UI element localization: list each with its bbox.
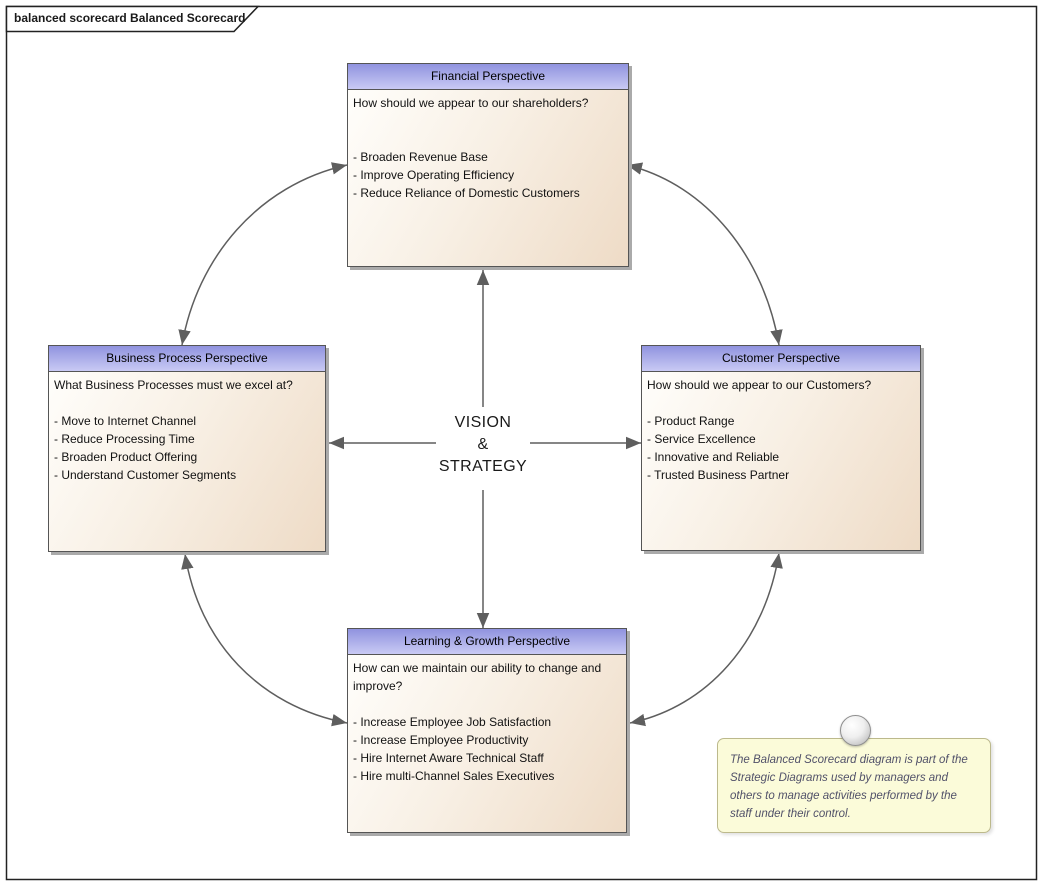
goal-item: - Improve Operating Efficiency (353, 168, 515, 182)
goal-item: - Product Range (647, 414, 735, 428)
perspective-question: How can we maintain our ability to chang… (353, 661, 602, 693)
pin-icon (840, 715, 871, 746)
element-body: How should we appear to our Customers? -… (642, 372, 920, 550)
amp-line: & (477, 436, 489, 453)
goal-item: - Hire multi-Channel Sales Executives (353, 769, 555, 783)
diagram-frame (5, 5, 1038, 881)
connector-business-learning[interactable] (181, 553, 348, 727)
perspective-question: How should we appear to our Customers? (647, 378, 872, 392)
vision-strategy-label: VISION & STRATEGY (403, 412, 563, 478)
element-title: Learning & Growth Perspective (348, 629, 626, 655)
goal-item: - Broaden Revenue Base (353, 150, 488, 164)
diagram-title: balanced scorecard Balanced Scorecard (14, 11, 246, 25)
perspective-goals: - Move to Internet Channel - Reduce Proc… (54, 412, 320, 484)
note-text: The Balanced Scorecard diagram is part o… (730, 754, 968, 820)
perspective-goals: - Increase Employee Job Satisfaction - I… (353, 713, 621, 785)
perspective-question: What Business Processes must we excel at… (54, 378, 293, 392)
note-element[interactable]: The Balanced Scorecard diagram is part o… (717, 738, 991, 833)
connector-customer-learning[interactable] (629, 552, 783, 727)
goal-item: - Broaden Product Offering (54, 450, 198, 464)
goal-item: - Increase Employee Productivity (353, 733, 529, 747)
element-financial-perspective[interactable]: Financial Perspective How should we appe… (347, 63, 629, 267)
element-body: What Business Processes must we excel at… (49, 372, 325, 551)
goal-item: - Trusted Business Partner (647, 468, 790, 482)
element-title: Financial Perspective (348, 64, 628, 90)
diagram-frame-tab (5, 5, 260, 33)
goal-item: - Reduce Reliance of Domestic Customers (353, 186, 580, 200)
element-business-process-perspective[interactable]: Business Process Perspective What Busine… (48, 345, 326, 552)
connector-customer-financial[interactable] (626, 162, 783, 346)
goal-item: - Hire Internet Aware Technical Staff (353, 751, 544, 765)
element-body: How should we appear to our shareholders… (348, 90, 628, 266)
element-title: Customer Perspective (642, 346, 920, 372)
perspective-goals: - Broaden Revenue Base - Improve Operati… (353, 148, 623, 202)
goal-item: - Reduce Processing Time (54, 432, 195, 446)
goal-item: - Innovative and Reliable (647, 450, 780, 464)
connector-business-financial[interactable] (178, 162, 348, 346)
strategy-line: STRATEGY (438, 458, 528, 475)
element-customer-perspective[interactable]: Customer Perspective How should we appea… (641, 345, 921, 551)
perspective-goals: - Product Range - Service Excellence - I… (647, 412, 915, 484)
goal-item: - Understand Customer Segments (54, 468, 237, 482)
goal-item: - Move to Internet Channel (54, 414, 197, 428)
goal-item: - Increase Employee Job Satisfaction (353, 715, 552, 729)
goal-item: - Service Excellence (647, 432, 756, 446)
element-learning-growth-perspective[interactable]: Learning & Growth Perspective How can we… (347, 628, 627, 833)
perspective-question: How should we appear to our shareholders… (353, 96, 589, 110)
element-title: Business Process Perspective (49, 346, 325, 372)
vision-line: VISION (454, 414, 512, 431)
element-body: How can we maintain our ability to chang… (348, 655, 626, 832)
